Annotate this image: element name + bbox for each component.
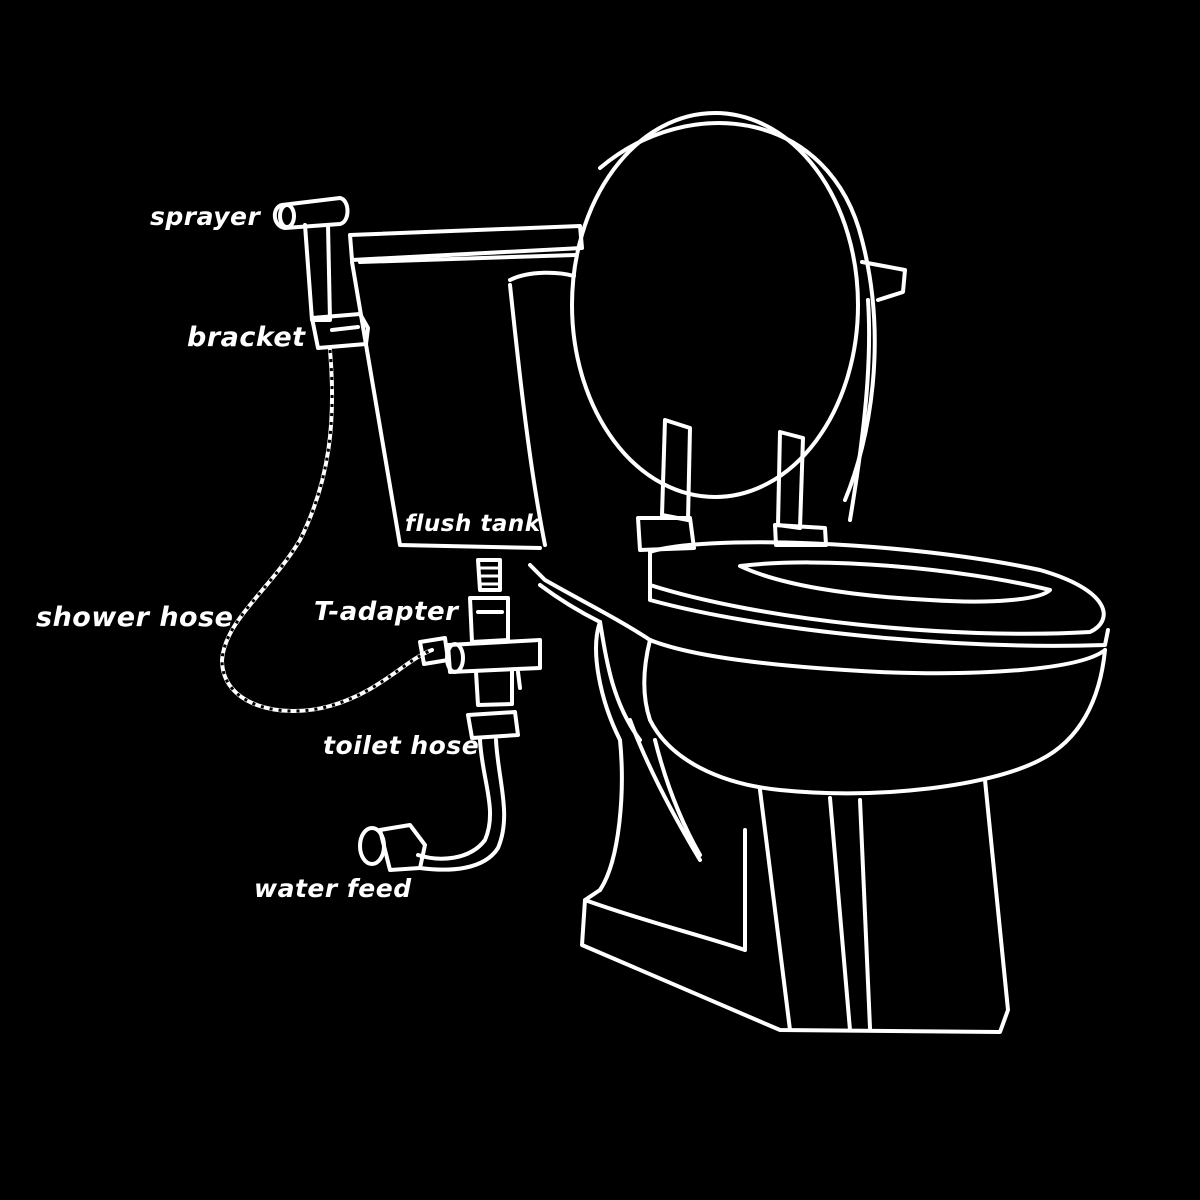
sprayer-label: sprayer: [150, 202, 261, 231]
water-feed-label: water feed: [254, 874, 412, 903]
bracket-label: bracket: [187, 322, 306, 353]
toilet-lid: [570, 111, 877, 502]
shower-hose-label: shower hose: [36, 602, 234, 633]
toilet-hose: [416, 710, 520, 872]
toilet-base: [580, 620, 1010, 1034]
toilet-hose-label: toilet hose: [323, 731, 480, 760]
flush-tank: [348, 224, 907, 550]
t-adapter: [445, 596, 542, 707]
seat-hinges: [636, 418, 828, 552]
tank-inlet: [476, 558, 502, 592]
sprayer: [272, 196, 350, 322]
water-feed-valve: [358, 823, 427, 872]
toilet-bowl: [528, 563, 1107, 796]
toilet-seat: [648, 540, 1110, 648]
t-adapter-label: T-adapter: [314, 597, 459, 627]
bracket: [310, 312, 370, 350]
flush-tank-label: flush tank: [405, 511, 541, 537]
